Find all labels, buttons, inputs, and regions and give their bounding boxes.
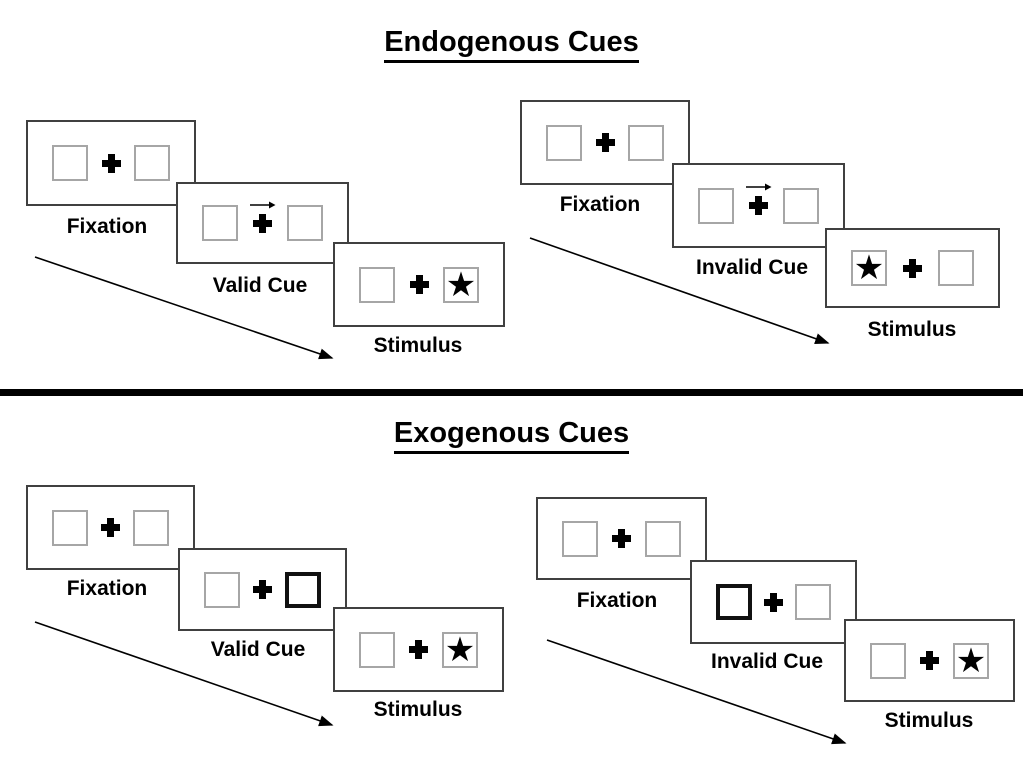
plus-icon [101,518,120,537]
left-placeholder-box [870,642,906,679]
step-label-stimulus: Stimulus [867,318,957,341]
section-title-endogenous: Endogenous Cues [0,26,1023,63]
right-placeholder-box [133,509,169,546]
plus-icon [903,258,922,278]
timeline-arrow [529,237,830,345]
plus-icon [764,592,783,612]
left-placeholder-box [202,205,238,241]
left-placeholder-box [52,145,88,181]
step-label-fixation: Fixation [576,589,658,612]
fixation-panel [26,120,196,206]
star-icon: ★ [955,641,987,680]
fixation-panel [520,100,690,185]
section-divider [0,389,1023,396]
step-label-invalid-cue: Invalid Cue [710,650,824,673]
right-target-box: ★ [442,630,478,669]
step-label-fixation: Fixation [66,577,148,600]
step-label-fixation: Fixation [66,215,148,238]
star-icon: ★ [445,265,477,304]
timeline-arrow [34,621,334,727]
right-placeholder-box [134,145,170,181]
plus-icon [749,196,768,215]
left-placeholder-box [52,509,88,546]
plus-icon [253,580,272,599]
plus-icon [595,133,615,152]
fixation-cross-icon [764,592,784,612]
fixation-cross-icon [920,651,940,670]
stimulus-panel: ★ [333,242,505,327]
plus-icon [920,651,939,670]
star-icon: ★ [853,249,885,287]
fixation-panel [26,485,195,570]
right-cue-box [285,571,321,608]
step-label-fixation: Fixation [559,193,641,216]
star-icon: ★ [444,630,476,669]
left-placeholder-box [698,187,734,224]
fixation-panel [536,497,707,580]
invalid-cue-panel [672,163,845,248]
fixation-cross-icon [409,275,429,294]
right-placeholder-box [783,187,819,224]
step-label-valid-cue: Valid Cue [212,274,308,297]
section-title-text: Endogenous Cues [384,26,639,63]
invalid-cue-panel [690,560,857,644]
section-title-exogenous: Exogenous Cues [0,417,1023,454]
fixation-cross-icon [409,640,429,659]
left-placeholder-box [359,631,395,668]
right-placeholder-box [628,124,664,161]
plus-icon [612,529,631,548]
step-label-invalid-cue: Invalid Cue [695,256,809,279]
plus-icon [253,213,272,233]
step-label-stimulus: Stimulus [373,334,463,357]
fixation-cross-icon [595,133,615,152]
step-label-stimulus: Stimulus [884,709,974,732]
stimulus-panel: ★ [333,607,504,692]
plus-icon [101,153,121,173]
cue-arrow-right-icon [745,179,772,191]
left-cue-box [716,584,752,620]
right-placeholder-box [645,520,681,557]
step-label-stimulus: Stimulus [373,698,463,721]
fixation-cross-icon [253,580,273,599]
right-placeholder-box [795,584,831,620]
cue-arrow-right-icon [249,197,276,208]
timeline-arrow [34,256,334,360]
right-target-box: ★ [953,641,989,680]
step-label-valid-cue: Valid Cue [210,638,306,661]
fixation-cross-icon [101,153,121,173]
left-placeholder-box [204,571,240,608]
section-title-text: Exogenous Cues [393,417,630,454]
plus-icon [409,275,429,294]
right-placeholder-box [287,205,323,241]
left-placeholder-box [562,520,598,557]
valid-cue-panel [178,548,347,631]
stimulus-panel: ★ [844,619,1015,702]
right-placeholder-box [938,250,974,286]
left-target-box: ★ [851,250,887,286]
fixation-cross-icon [101,518,121,537]
left-placeholder-box [546,124,582,161]
valid-cue-panel [176,182,349,264]
fixation-cross-icon [249,201,275,233]
timeline-arrow [546,639,847,745]
right-target-box: ★ [443,265,479,304]
left-placeholder-box [359,266,395,303]
plus-icon [409,640,428,659]
fixation-cross-icon [612,529,632,548]
fixation-cross-icon [903,258,923,278]
stimulus-panel: ★ [825,228,1000,308]
fixation-cross-icon [745,183,771,215]
